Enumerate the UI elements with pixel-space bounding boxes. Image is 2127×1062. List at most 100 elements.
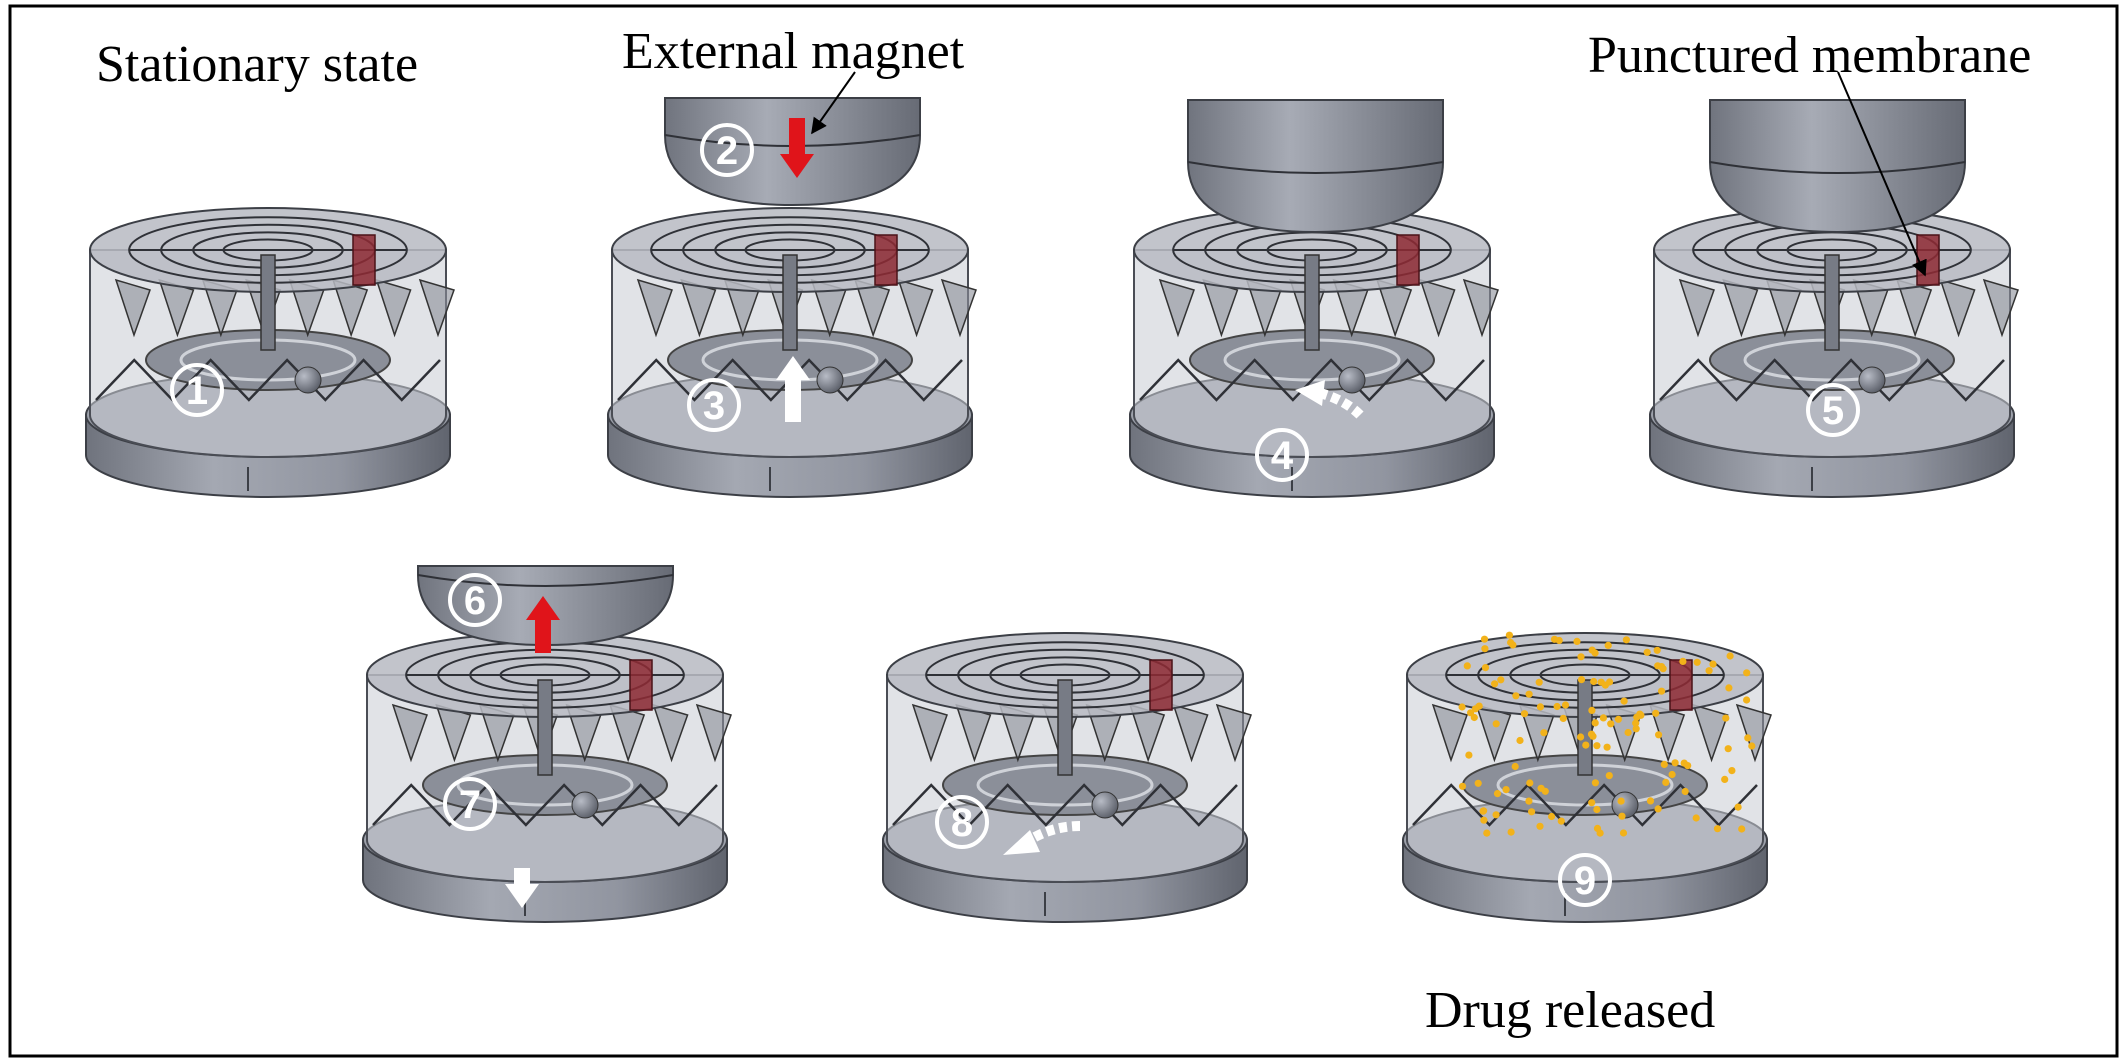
drug-particle [1528, 808, 1536, 816]
drug-particle [1624, 728, 1632, 737]
device-vane [652, 703, 689, 763]
step-badge-8: 8 [935, 795, 989, 849]
step-badge-circle [448, 573, 502, 627]
step-number: 6 [464, 579, 486, 623]
step-badge-circle [1806, 383, 1860, 437]
curved-arrow-return [1003, 821, 1081, 855]
device-shaft [537, 679, 553, 776]
device-vane [695, 703, 732, 763]
magnet-seam [1709, 161, 1966, 174]
drug-particle [1458, 782, 1467, 790]
device-vane [940, 278, 977, 338]
device-vane [114, 278, 151, 338]
drug-particle [1458, 703, 1466, 711]
arrow-shaft [785, 380, 801, 422]
white-arrow-up [776, 356, 810, 422]
device-shaft [1577, 679, 1593, 776]
device-vane [1215, 703, 1252, 763]
label-drug-released: Drug released [1425, 982, 1715, 1039]
device-ball [1611, 791, 1639, 819]
step-badge-circle [935, 795, 989, 849]
device-shaft [1824, 254, 1840, 351]
device-magnet-removed [362, 632, 732, 923]
red-arrow-up [526, 596, 560, 653]
drug-particles [1458, 631, 1756, 837]
drug-particle [1536, 822, 1544, 830]
device-magnet-approach [607, 207, 977, 498]
drug-particle [1502, 786, 1510, 794]
drug-particle [1588, 646, 1596, 654]
drug-particle [1681, 787, 1689, 796]
step-number: 5 [1822, 389, 1844, 433]
drug-particle [1646, 797, 1655, 805]
arrow-shaft [514, 868, 530, 884]
curved-arrow-head [1003, 830, 1040, 855]
drug-particle [1582, 741, 1590, 749]
drug-particle [1467, 709, 1475, 717]
arrow-head [780, 154, 814, 178]
step-badge-7: 7 [443, 777, 497, 831]
step-badge-5: 5 [1806, 383, 1860, 437]
drug-particle [1512, 692, 1520, 700]
drug-particle [1463, 662, 1471, 670]
drug-particle [1577, 733, 1585, 741]
drug-particle [1561, 701, 1570, 709]
device-vane [1982, 278, 2019, 338]
step-badge-4: 4 [1255, 428, 1309, 482]
device-shaft [1304, 254, 1320, 351]
drug-particle [1481, 664, 1490, 672]
device-return [882, 632, 1252, 923]
device-shaft [1057, 679, 1073, 776]
drug-particle [1526, 779, 1534, 787]
drug-particle [1590, 677, 1598, 686]
drug-reservoir [1149, 659, 1173, 711]
drug-particle [1492, 720, 1500, 728]
drug-particle [1622, 636, 1630, 644]
device-teeth [1139, 358, 1485, 402]
drug-particle [1743, 669, 1751, 677]
step-number: 3 [703, 384, 725, 428]
magnet-seam [417, 574, 674, 587]
drug-particle [1593, 742, 1601, 750]
drug-particle [1636, 710, 1644, 718]
device-ball [1091, 791, 1119, 819]
curved-arrow-head [1295, 380, 1325, 406]
drug-reservoir [629, 659, 653, 711]
drug-particle [1743, 696, 1751, 704]
drug-particle [1709, 660, 1717, 668]
magnet-contact [1187, 99, 1444, 234]
membrane-leader-line [1837, 71, 1927, 277]
magnet-leader-line [811, 71, 856, 135]
device-vane [375, 278, 412, 338]
step-badge-circle [700, 123, 754, 177]
drug-particle [1617, 797, 1625, 805]
drug-reservoir [1396, 234, 1420, 286]
drug-particle [1593, 805, 1601, 814]
drug-particle [1653, 646, 1661, 654]
device-vane [911, 703, 948, 763]
drug-particle [1607, 720, 1615, 728]
drug-particle [1620, 697, 1628, 705]
drug-particle [1713, 825, 1722, 833]
drug-particle [1601, 681, 1609, 689]
drug-particle [1618, 812, 1626, 820]
step-badge-1: 1 [170, 363, 224, 417]
device-vane [1462, 278, 1499, 338]
drug-particle [1577, 653, 1585, 661]
drug-particle [1662, 778, 1670, 787]
device-vane [1939, 278, 1976, 338]
red-arrow-down [780, 118, 814, 178]
drug-reservoir [874, 234, 898, 286]
drug-particle [1654, 662, 1662, 670]
label-external-magnet: External magnet [622, 23, 965, 80]
drug-particle [1471, 705, 1480, 713]
device-ball [1338, 366, 1366, 394]
drug-particle [1591, 779, 1599, 787]
drug-particle [1671, 759, 1679, 767]
device-drug-released [1402, 632, 1772, 923]
drug-particle [1516, 736, 1524, 745]
device-teeth [95, 358, 441, 402]
drug-particle [1573, 637, 1581, 646]
